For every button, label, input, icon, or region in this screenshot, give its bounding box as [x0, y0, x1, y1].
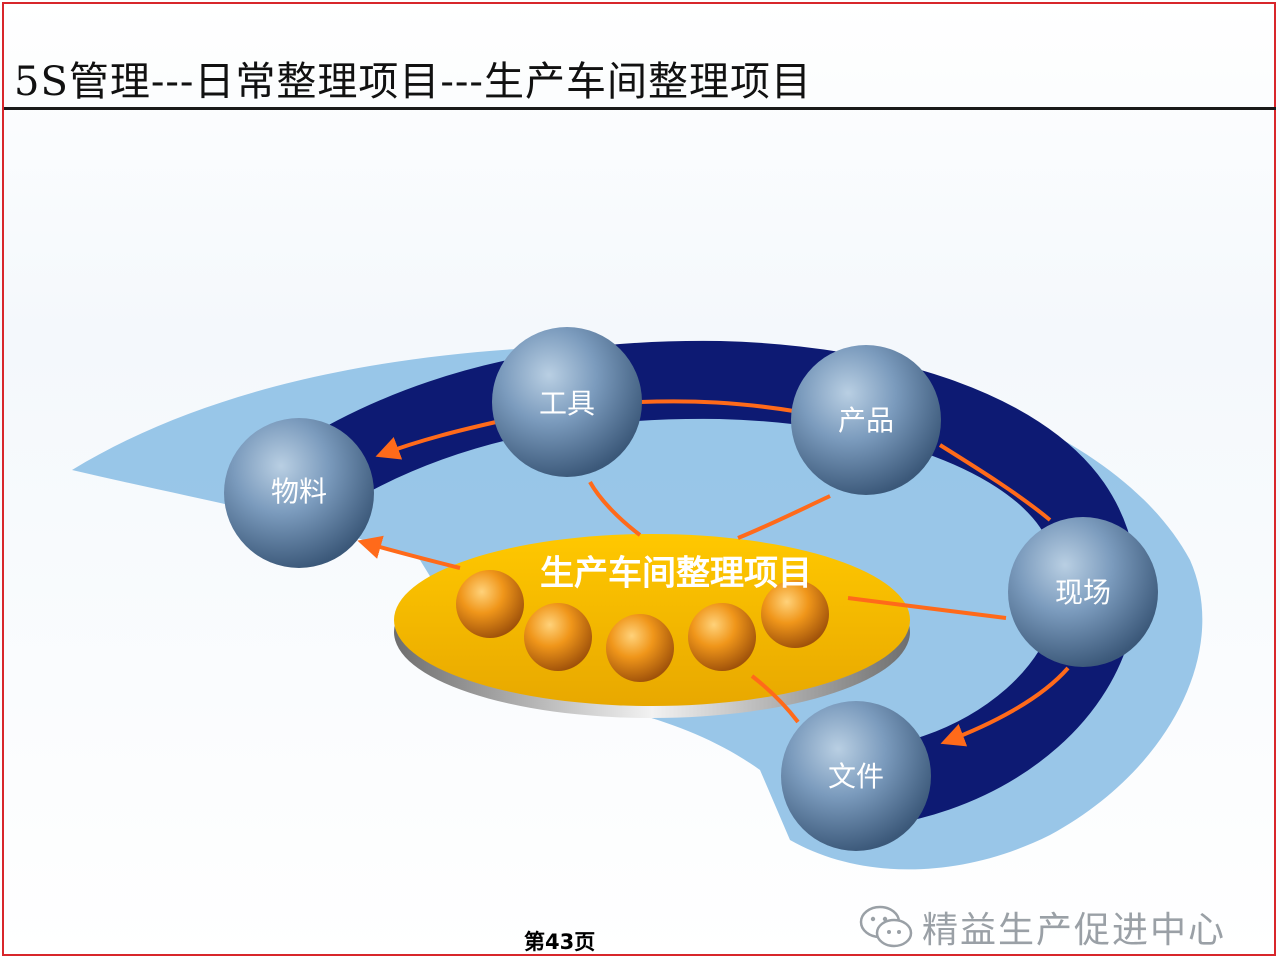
node-site-sphere: [1008, 517, 1158, 667]
node-tools: 工具: [492, 327, 642, 477]
node-products-label: 产品: [838, 404, 894, 437]
node-docs: 文件: [781, 701, 931, 851]
node-site: 现场: [1008, 517, 1158, 667]
node-materials: 物料: [224, 418, 374, 568]
disc-ball-1: [456, 570, 524, 638]
spoke-to-site: [847, 596, 1007, 620]
node-site-label: 现场: [1055, 576, 1111, 609]
spoke-to-materials: [357, 535, 461, 570]
title-underline: [4, 107, 1276, 110]
arrow-products-to-tools: [639, 399, 801, 414]
disc-ball-4: [688, 603, 756, 671]
center-label: 生产车间整理项目: [540, 554, 812, 594]
node-tools-label: 工具: [539, 387, 595, 420]
disc-ball-2: [524, 603, 592, 671]
arrow-products-to-site: [938, 443, 1052, 522]
watermark: 精益生产促进中心: [858, 902, 1226, 952]
spoke-to-tools: [588, 481, 642, 537]
node-tools-sphere: [492, 327, 642, 477]
node-materials-label: 物料: [271, 475, 327, 508]
node-docs-sphere: [781, 701, 931, 851]
page-number: 第43页: [524, 930, 596, 954]
arrow-site-to-docs: [940, 666, 1070, 747]
chat-bubble-icon: [859, 905, 913, 948]
disc-ball-3: [606, 614, 674, 682]
spoke-to-docs: [750, 674, 800, 724]
node-products-sphere: [791, 345, 941, 495]
node-products: 产品: [791, 345, 941, 495]
spoke-to-products: [737, 494, 831, 540]
node-docs-label: 文件: [828, 760, 884, 793]
watermark-text: 精益生产促进中心: [922, 910, 1227, 951]
arrow-tools-to-materials: [375, 418, 506, 460]
slide-title: 5S管理---日常整理项目---生产车间整理项目: [14, 59, 812, 105]
node-materials-sphere: [224, 418, 374, 568]
disc-ball-5: [761, 580, 829, 648]
